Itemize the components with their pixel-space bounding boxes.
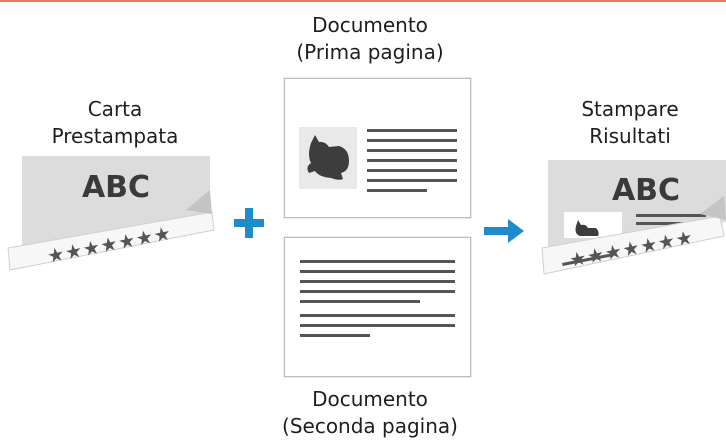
second-page-text-lines <box>300 260 455 337</box>
first-page-label: Documento (Prima pagina) <box>270 12 470 66</box>
plus-icon <box>234 208 264 238</box>
preprinted-label-line2: Prestampata <box>51 124 179 148</box>
print-results-label: Stampare Risultati <box>545 96 715 150</box>
print-results-label-line2: Risultati <box>589 124 671 148</box>
first-page-text-lines <box>367 129 457 192</box>
first-page-document <box>284 78 471 218</box>
print-results-label-line1: Stampare <box>581 97 679 121</box>
second-page-label-line2: (Seconda pagina) <box>282 414 458 438</box>
preprinted-paper-graphic: ABC ★★★★★★★ <box>7 156 215 271</box>
results-abc-text: ABC <box>612 173 680 208</box>
second-page-label: Documento (Seconda pagina) <box>255 386 485 440</box>
preprinted-paper-label: Carta Prestampata <box>30 96 200 150</box>
first-page-label-line2: (Prima pagina) <box>296 40 444 64</box>
arrow-right-icon <box>484 219 524 243</box>
cat-image-icon <box>299 127 357 189</box>
preprinted-abc-text: ABC <box>82 170 150 205</box>
top-divider <box>0 0 726 2</box>
print-results-graphic: ABC ★★★★★★★ <box>541 160 726 275</box>
second-page-label-line1: Documento <box>312 387 428 411</box>
preprinted-label-line1: Carta <box>87 97 143 121</box>
first-page-label-line1: Documento <box>312 13 428 37</box>
second-page-document <box>284 237 471 377</box>
